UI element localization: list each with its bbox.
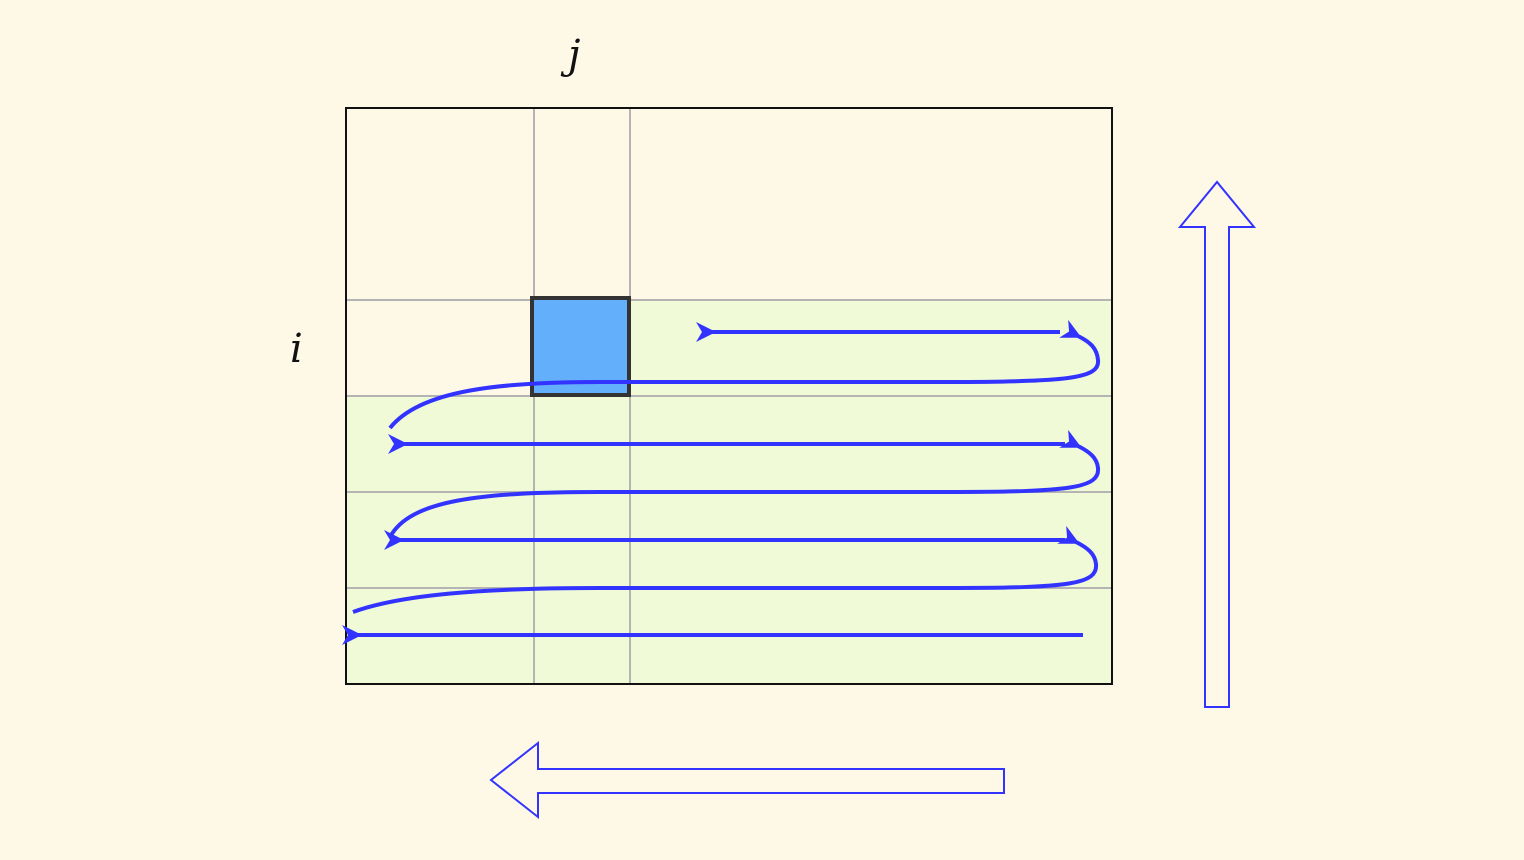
wrap-curve-1 [388,319,1101,430]
wrap-curve-3 [352,525,1099,614]
current-cell [530,296,631,397]
wrap-curve-2 [388,429,1101,538]
traversal-path [342,319,1101,645]
upward-direction-arrow [1177,180,1257,708]
column-label-j: j [560,32,580,78]
row-label-i: i [290,326,303,372]
leftward-direction-arrow [489,740,1005,820]
matrix-border [345,107,1113,685]
